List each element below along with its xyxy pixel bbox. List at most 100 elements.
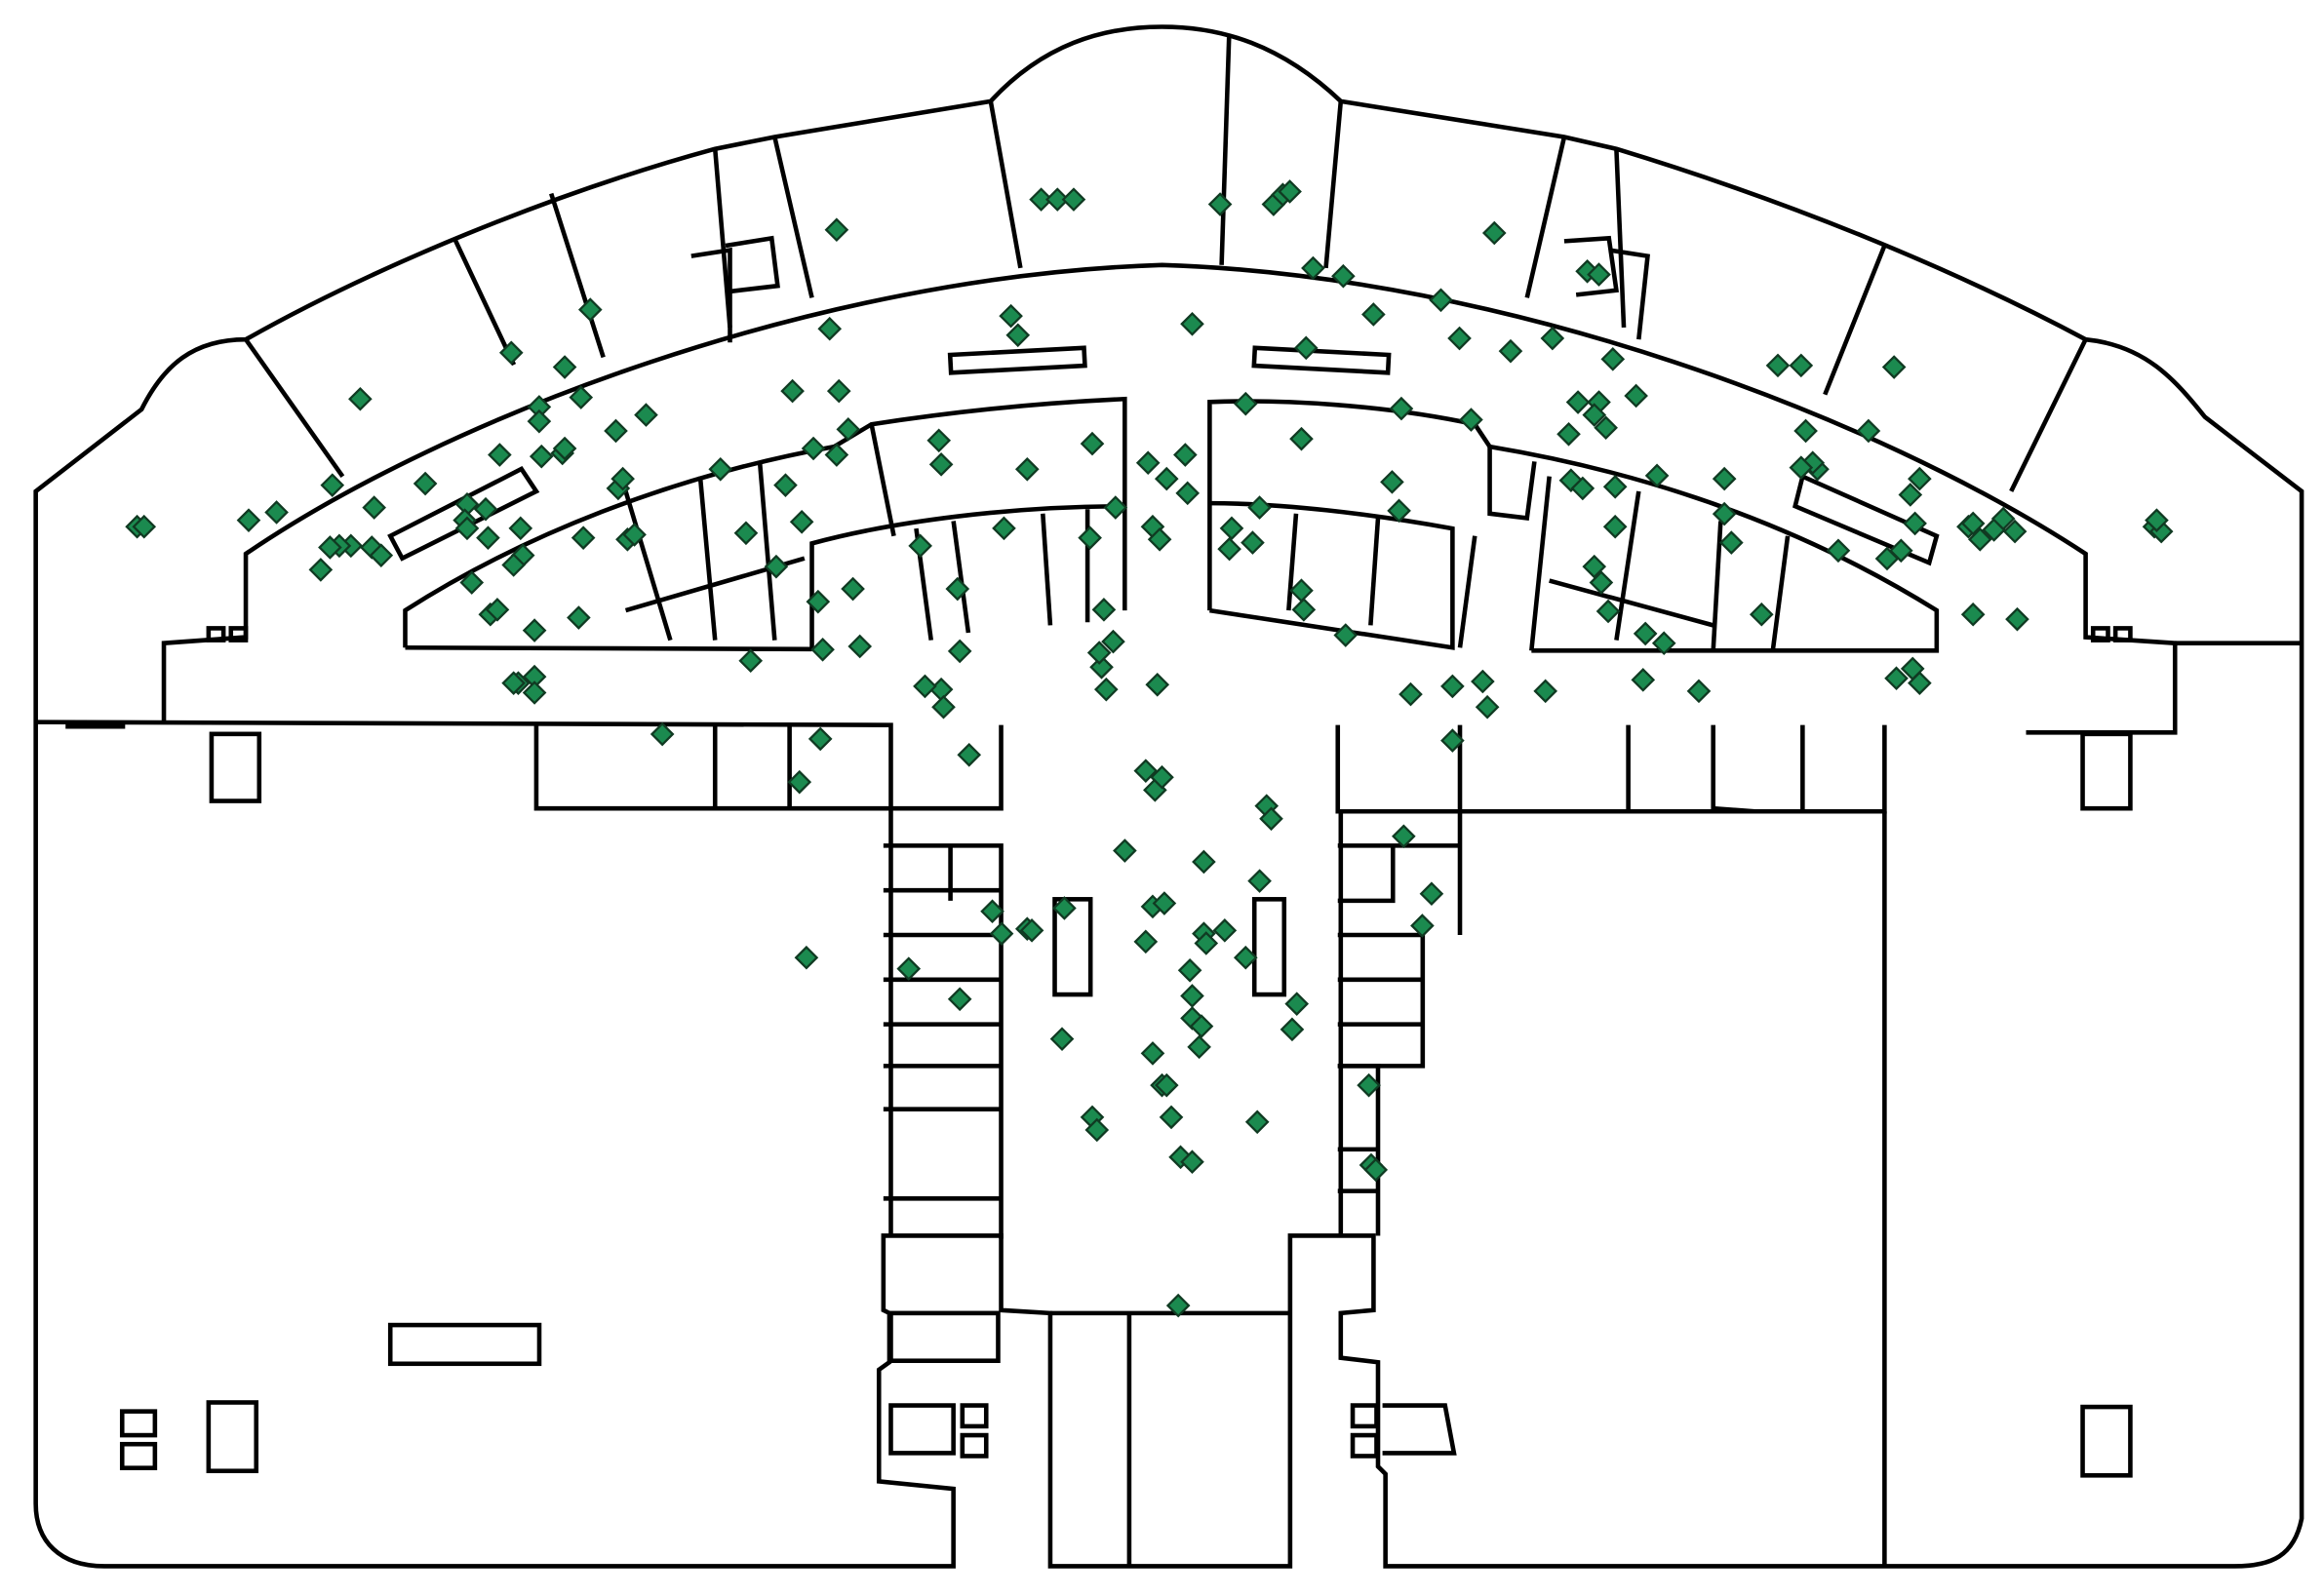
location-marker bbox=[1498, 338, 1523, 364]
location-marker bbox=[1280, 1017, 1305, 1042]
location-marker bbox=[567, 605, 591, 630]
location-marker bbox=[1908, 671, 1932, 695]
location-marker bbox=[1233, 945, 1258, 970]
location-marker bbox=[1898, 483, 1923, 507]
location-marker bbox=[1150, 764, 1174, 790]
location-marker bbox=[1244, 1109, 1270, 1135]
location-marker bbox=[928, 677, 954, 702]
location-marker bbox=[1140, 1041, 1165, 1066]
location-marker bbox=[1793, 418, 1818, 444]
location-marker bbox=[1135, 450, 1161, 476]
location-marker bbox=[1278, 179, 1302, 204]
location-marker bbox=[552, 436, 577, 461]
location-marker bbox=[527, 409, 552, 434]
location-marker bbox=[1968, 526, 1992, 552]
location-marker bbox=[1481, 220, 1507, 246]
location-marker bbox=[1133, 759, 1159, 783]
location-marker bbox=[896, 956, 922, 981]
location-marker bbox=[1154, 1072, 1179, 1098]
location-marker bbox=[908, 533, 932, 559]
location-marker bbox=[1052, 896, 1077, 920]
location-marker bbox=[1207, 192, 1233, 216]
location-marker bbox=[806, 589, 831, 614]
corridor-walls bbox=[35, 262, 2303, 1567]
location-marker bbox=[1633, 621, 1658, 646]
location-marker bbox=[1180, 1149, 1204, 1175]
location-marker bbox=[1159, 1105, 1184, 1130]
location-marker bbox=[529, 444, 554, 469]
location-marker bbox=[552, 355, 577, 379]
location-marker bbox=[2002, 519, 2028, 544]
location-marker bbox=[1049, 1027, 1075, 1051]
location-marker bbox=[1005, 323, 1031, 348]
location-marker bbox=[764, 554, 789, 579]
location-marker bbox=[1361, 302, 1386, 327]
location-marker bbox=[1686, 679, 1712, 704]
location-marker bbox=[1440, 674, 1465, 699]
location-marker bbox=[522, 681, 547, 705]
fixtures bbox=[119, 345, 2133, 1478]
location-marker bbox=[1089, 654, 1114, 680]
location-marker bbox=[1357, 1072, 1381, 1098]
location-marker bbox=[1289, 426, 1314, 451]
location-marker bbox=[1044, 187, 1070, 212]
location-marker bbox=[841, 576, 865, 602]
location-marker bbox=[1459, 408, 1483, 432]
location-marker bbox=[1960, 602, 1986, 627]
location-marker bbox=[1029, 187, 1053, 212]
location-marker bbox=[1212, 918, 1238, 943]
location-marker bbox=[1556, 421, 1581, 447]
location-marker bbox=[1410, 914, 1435, 938]
location-marker bbox=[992, 516, 1016, 541]
location-marker bbox=[789, 509, 814, 534]
location-marker bbox=[1644, 463, 1670, 488]
location-marker bbox=[1363, 1157, 1389, 1183]
location-marker bbox=[980, 899, 1004, 924]
location-marker bbox=[1881, 355, 1907, 379]
location-marker bbox=[1103, 495, 1128, 520]
location-marker bbox=[622, 523, 647, 547]
location-marker bbox=[611, 466, 635, 491]
location-marker bbox=[1165, 1293, 1191, 1318]
location-marker bbox=[999, 303, 1023, 329]
location-marker bbox=[1631, 668, 1656, 692]
building-outline bbox=[33, 24, 2304, 1569]
location-marker bbox=[1587, 262, 1611, 287]
location-marker bbox=[1177, 957, 1202, 983]
location-marker bbox=[1091, 598, 1117, 622]
location-marker bbox=[577, 297, 603, 322]
location-marker bbox=[1712, 466, 1737, 491]
north-rooms bbox=[244, 37, 2088, 492]
location-marker bbox=[1856, 418, 1881, 444]
location-marker bbox=[132, 514, 157, 539]
location-marker bbox=[1293, 335, 1319, 361]
location-marker bbox=[1602, 474, 1628, 499]
location-marker bbox=[498, 340, 524, 366]
location-marker bbox=[1241, 530, 1265, 555]
location-marker bbox=[501, 553, 526, 577]
location-marker bbox=[1960, 511, 1986, 536]
location-marker bbox=[1380, 470, 1404, 494]
location-marker bbox=[1078, 526, 1102, 550]
location-marker bbox=[913, 674, 937, 699]
location-marker bbox=[320, 473, 345, 497]
location-marker bbox=[989, 921, 1014, 946]
location-marker bbox=[264, 500, 289, 525]
location-marker bbox=[1113, 838, 1137, 863]
location-marker bbox=[1600, 347, 1626, 371]
location-marker bbox=[1219, 516, 1244, 541]
location-marker bbox=[1595, 599, 1621, 624]
location-marker bbox=[369, 543, 394, 567]
location-marker bbox=[1086, 641, 1112, 665]
location-marker bbox=[708, 456, 733, 482]
location-marker bbox=[1189, 1014, 1214, 1038]
location-marker bbox=[1750, 602, 1774, 627]
location-marker bbox=[1180, 312, 1204, 336]
location-marker bbox=[1247, 869, 1272, 893]
location-marker bbox=[1475, 694, 1500, 720]
location-marker bbox=[362, 495, 386, 520]
location-marker bbox=[817, 316, 843, 341]
location-marker bbox=[1651, 631, 1676, 656]
location-marker bbox=[1019, 918, 1044, 943]
